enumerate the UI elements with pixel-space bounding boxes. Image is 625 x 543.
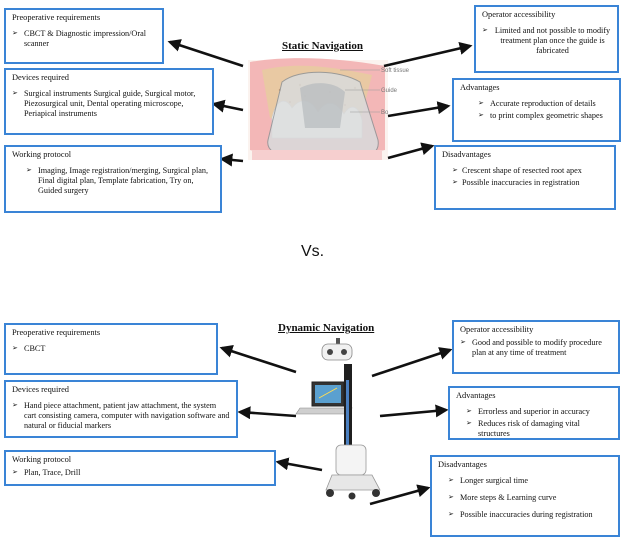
dynamic-advantages-box: Advantages Errorless and superior in acc… (448, 386, 620, 440)
static-operator-box: Operator accessibility Limited and not p… (474, 5, 619, 73)
dynamic-operator-box: Operator accessibility Good and possible… (452, 320, 620, 374)
list-item: Plan, Trace, Drill (12, 468, 268, 478)
box-title: Advantages (460, 83, 500, 92)
box-title: Disadvantages (442, 150, 491, 159)
list-item: More steps & Learning curve (448, 493, 612, 503)
vs-label: Vs. (300, 243, 325, 260)
static-navigation-title: Static Navigation (282, 40, 363, 52)
label-guide: Guide (381, 88, 398, 94)
static-devices-box: Devices required Surgical instruments Su… (4, 68, 214, 135)
arrow-dynamic-operator (371, 347, 453, 378)
static-guide-illustration: Soft tissue Guide Bo (248, 58, 410, 160)
box-title: Working protocol (12, 455, 72, 464)
list-item: Reduces risk of damaging vital structure… (466, 419, 612, 440)
list-item: Possible inaccuracies during registratio… (448, 510, 612, 520)
list-item: CBCT & Diagnostic impression/Oral scanne… (12, 29, 156, 50)
box-title: Working protocol (12, 150, 72, 159)
arrow-dynamic-devices (237, 406, 297, 420)
label-soft-tissue: Soft tissue (381, 68, 410, 74)
dynamic-disadvantages-box: Disadvantages Longer surgical time More … (430, 455, 620, 537)
static-protocol-box: Working protocol Imaging, Image registra… (4, 145, 222, 213)
dynamic-cart-illustration (295, 338, 381, 500)
list-item: Surgical instruments Surgical guide, Sur… (12, 89, 206, 120)
dynamic-protocol-box: Working protocol Plan, Trace, Drill (4, 450, 276, 486)
list-item: Longer surgical time (448, 476, 612, 486)
dynamic-devices-box: Devices required Hand piece attachment, … (4, 380, 238, 438)
list-item: Limited and not possible to modify treat… (482, 26, 611, 57)
box-title: Preoperative requirements (12, 328, 101, 337)
box-title: Disadvantages (438, 460, 487, 469)
list-item: Hand piece attachment, patient jaw attac… (12, 401, 230, 432)
label-bone: Bo (381, 110, 389, 116)
list-item: CBCT (12, 344, 210, 354)
arrow-dynamic-preop (219, 345, 297, 374)
arrow-dynamic-protocol (275, 457, 323, 472)
arrow-static-protocol (219, 153, 244, 167)
dynamic-navigation-title: Dynamic Navigation (278, 322, 375, 334)
list-item: Errorless and superior in accuracy (466, 407, 612, 417)
static-disadvantages-box: Disadvantages Crescent shape of resected… (434, 145, 616, 210)
arrow-static-advantages (387, 101, 451, 118)
list-item: Imaging, Image registration/merging, Sur… (26, 166, 214, 197)
list-item: Good and possible to modify procedure pl… (460, 338, 612, 359)
list-item: to print complex geometric shapes (478, 111, 613, 121)
list-item: Possible inaccuracies in registration (452, 178, 608, 188)
arrow-static-disadvantages (387, 142, 435, 160)
arrow-dynamic-advantages (379, 404, 449, 418)
box-title: Operator accessibility (482, 10, 556, 19)
list-item: Crescent shape of resected root apex (452, 166, 608, 176)
list-item: Accurate reproduction of details (478, 99, 613, 109)
box-title: Advantages (456, 391, 496, 400)
arrow-static-operator (383, 42, 473, 68)
box-title: Devices required (12, 73, 69, 82)
arrow-static-devices (211, 99, 244, 113)
static-advantages-box: Advantages Accurate reproduction of deta… (452, 78, 621, 142)
static-preop-box: Preoperative requirements CBCT & Diagnos… (4, 8, 164, 64)
arrow-dynamic-disadvantages (369, 484, 431, 506)
box-title: Operator accessibility (460, 325, 534, 334)
box-title: Preoperative requirements (12, 13, 101, 22)
arrow-static-preop (167, 39, 244, 68)
dynamic-preop-box: Preoperative requirements CBCT (4, 323, 218, 375)
box-title: Devices required (12, 385, 69, 394)
